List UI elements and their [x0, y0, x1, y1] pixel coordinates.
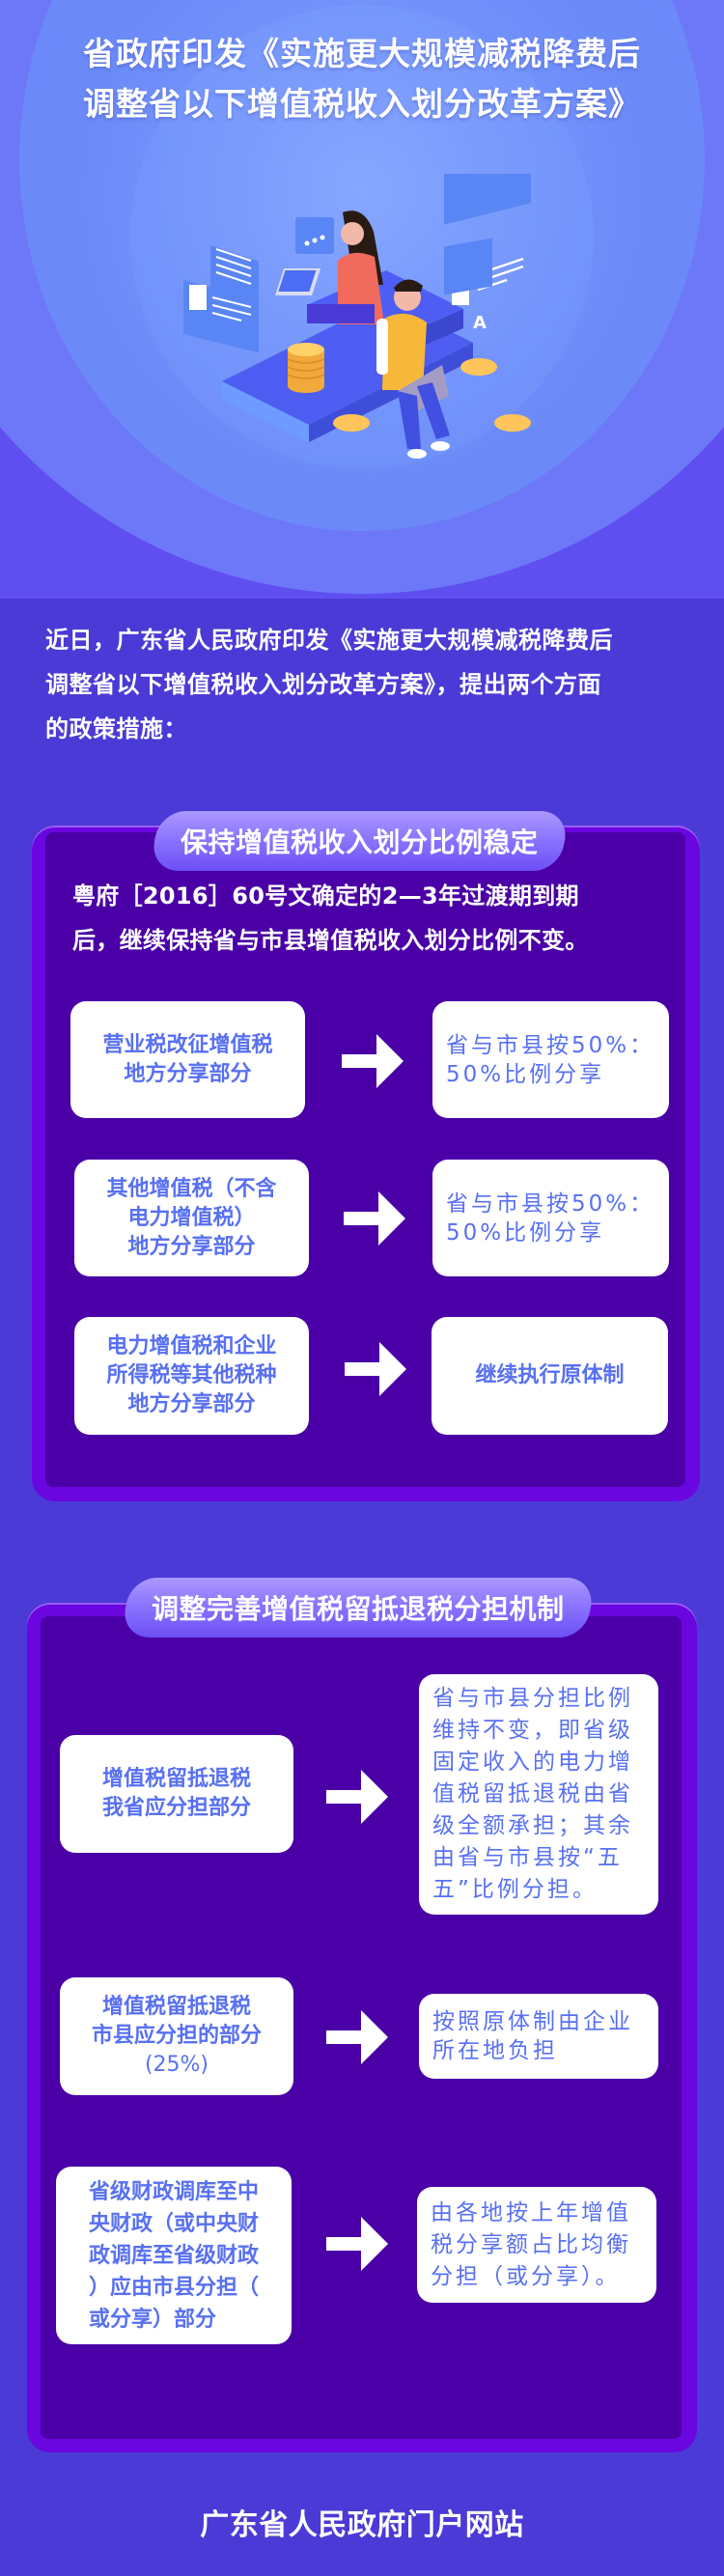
arrow-right-icon — [345, 1342, 406, 1396]
section2-row2-source-box: 增值税留抵退税 市县应分担的部分 (25%) — [60, 1977, 293, 2095]
section2-row2-result-box: 按照原体制由企业 所在地负担 — [419, 1994, 658, 2079]
people-laptops-coins-illustration: A — [183, 174, 531, 459]
arrow-right-icon — [326, 2010, 388, 2064]
arrow-right-icon — [326, 1770, 388, 1824]
arrow-right-icon — [342, 1034, 404, 1088]
section1-lead-text: 粤府［2016］60号文确定的2—3年过渡期到期 后，继续保持省与市县增值税收入… — [72, 882, 589, 954]
section2-label: 调整完善增值税留抵退税分担机制 — [119, 1578, 598, 1638]
section2-row3-source-box: 省级财政调库至中 央财政（或中央财 政调库至省级财政 ）应由市县分担（ 或分享）… — [56, 2167, 292, 2344]
arrow-right-icon — [326, 2217, 388, 2271]
intro-line-3: 的政策措施： — [45, 715, 187, 742]
hero-banner: 省政府印发《实施更大规模减税降费后 调整省以下增值税收入划分改革方案》 — [0, 0, 724, 599]
intro-line-1: 近日，广东省人民政府印发《实施更大规模减税降费后 — [45, 627, 613, 654]
section1-row1-result-box: 省与市县按50%： 50%比例分享 — [432, 1001, 669, 1118]
title-line-1: 省政府印发《实施更大规模减税降费后 — [83, 35, 641, 72]
intro-paragraph: 近日，广东省人民政府印发《实施更大规模减税降费后 调整省以下增值税收入划分改革方… — [45, 618, 692, 751]
title-line-2: 调整省以下增值税收入划分改革方案》 — [83, 85, 641, 123]
intro-line-2: 调整省以下增值税收入划分改革方案》，提出两个方面 — [45, 671, 601, 698]
section2-row3-result-box: 由各地按上年增值 税分享额占比均衡 分担（或分享）。 — [417, 2187, 656, 2303]
section2-row1-result-box: 省与市县分担比例 维持不变，即省级 固定收入的电力增 值税留抵退税由省 级全额承… — [419, 1674, 658, 1915]
source-footer: 广东省人民政府门户网站 — [200, 2508, 524, 2542]
section2-row1-source-box: 增值税留抵退税 我省应分担部分 — [60, 1735, 293, 1853]
section1-row3-result-box: 继续执行原体制 — [432, 1317, 668, 1435]
section1-row3-source-box: 电力增值税和企业 所得税等其他税种 地方分享部分 — [74, 1317, 309, 1435]
section1-row2-source-box: 其他增值税（不含 电力增值税） 地方分享部分 — [74, 1160, 309, 1276]
svg-text:A: A — [473, 313, 487, 333]
arrow-right-icon — [344, 1191, 405, 1246]
section1-row1-source-box: 营业税改征增值税 地方分享部分 — [70, 1001, 305, 1118]
section1-label: 保持增值税收入划分比例稳定 — [148, 811, 571, 871]
page-title: 省政府印发《实施更大规模减税降费后 调整省以下增值税收入划分改革方案》 — [0, 29, 724, 129]
section1-row2-result-box: 省与市县按50%： 50%比例分享 — [432, 1160, 669, 1276]
